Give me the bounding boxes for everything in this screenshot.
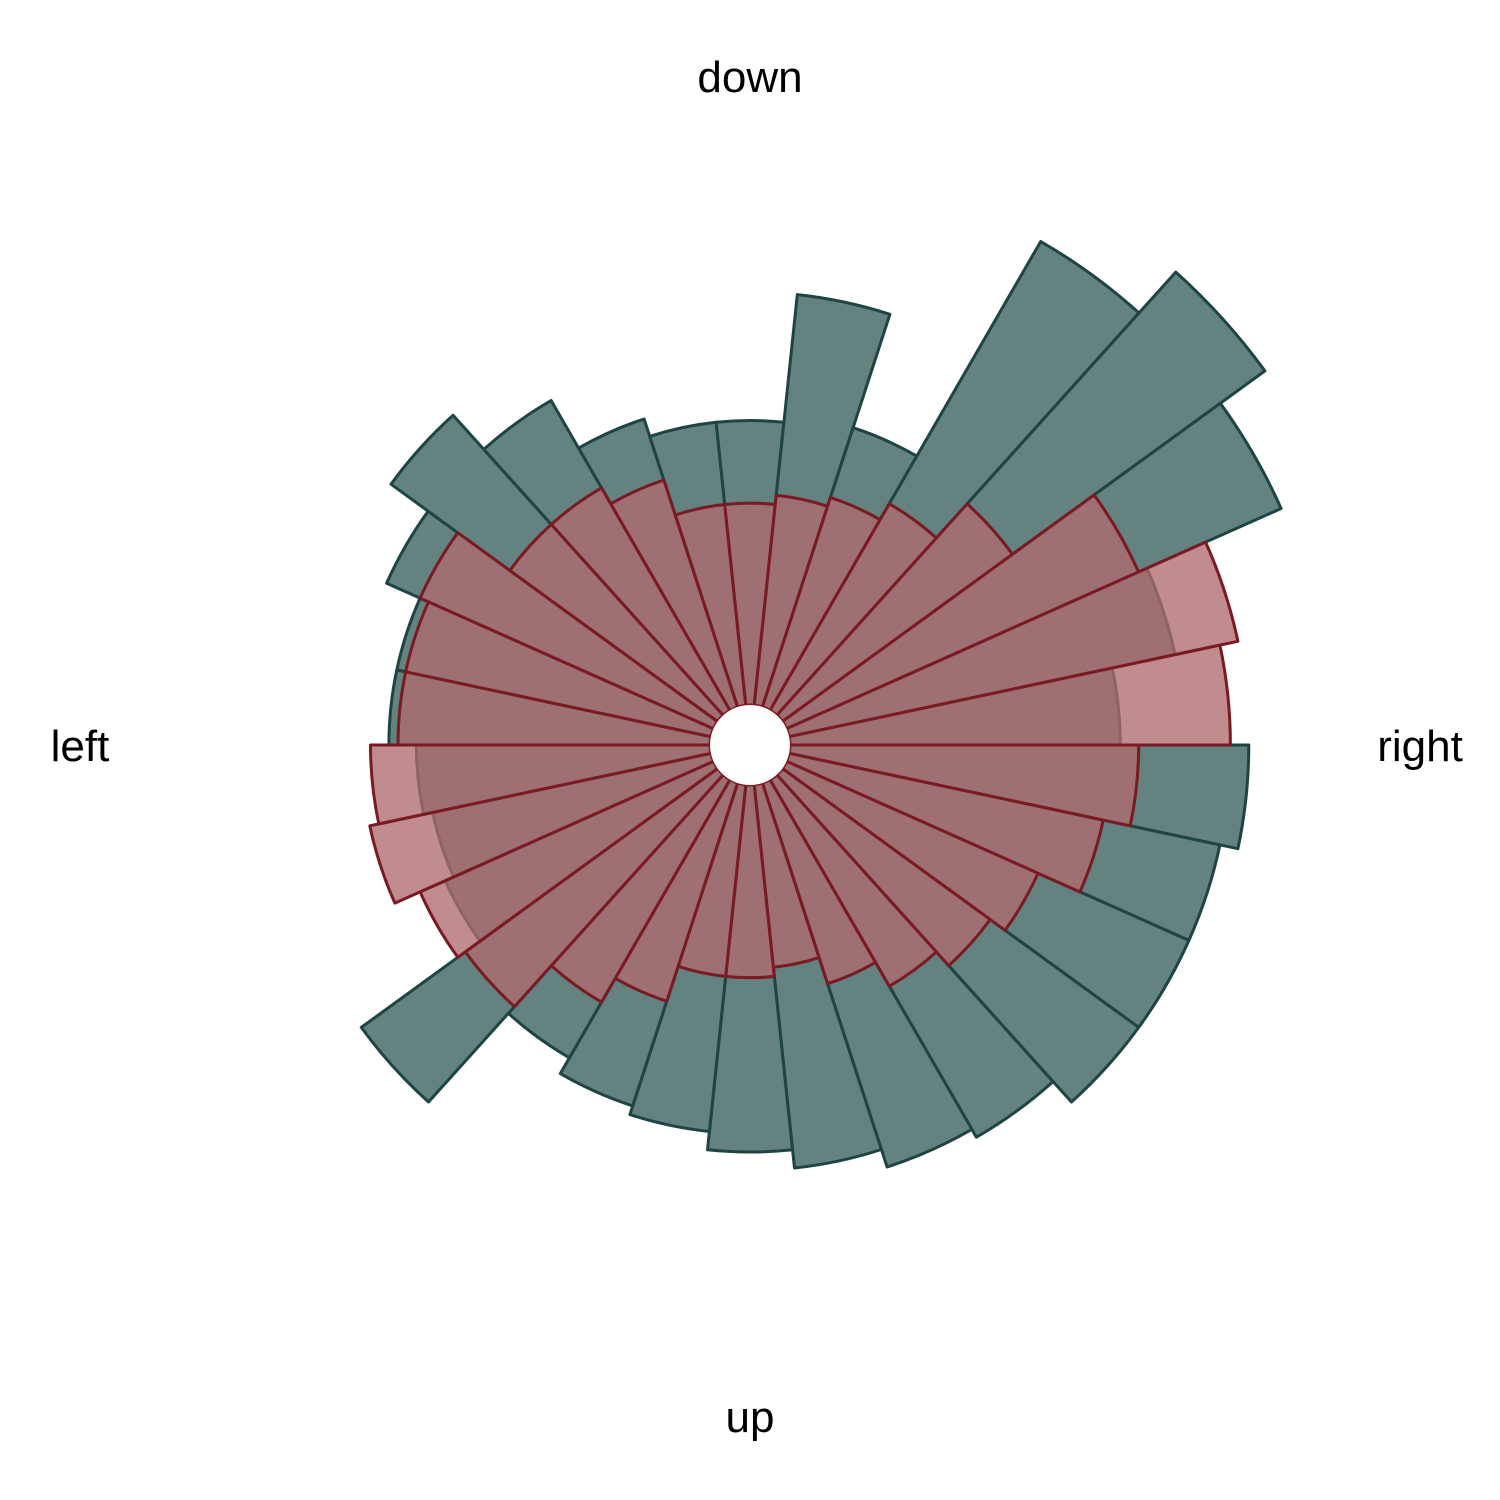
- direction-label-right: right: [1377, 722, 1463, 771]
- direction-label-left: left: [51, 722, 110, 771]
- direction-label-bottom: up: [726, 1393, 775, 1442]
- center-hole: [710, 705, 790, 785]
- direction-label-top: down: [697, 53, 802, 102]
- series-2-bar-3: [775, 767, 992, 968]
- series-2: [368, 478, 1240, 1009]
- bars-layer: [359, 240, 1283, 1170]
